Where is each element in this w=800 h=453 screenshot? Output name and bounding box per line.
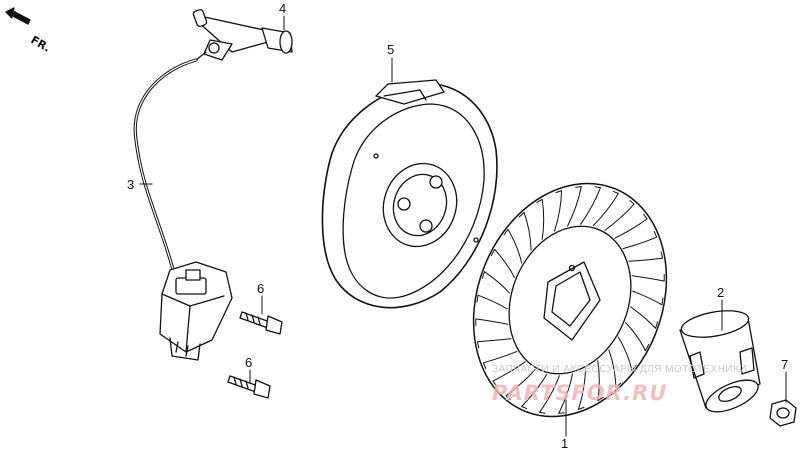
fan-blade — [481, 271, 510, 294]
fan-blade — [558, 373, 573, 414]
fan-blade — [622, 231, 658, 250]
fan-blade — [477, 338, 512, 349]
fan-blade — [592, 190, 619, 227]
fan-blade — [554, 190, 563, 232]
fan-blade — [625, 322, 650, 352]
starter-pulley — [679, 310, 761, 413]
fan-blade — [536, 198, 545, 240]
fan-blade — [604, 200, 635, 231]
fan-blade — [482, 350, 518, 369]
callout-6-upper: 6 — [257, 281, 264, 296]
callout-7: 7 — [781, 357, 788, 372]
direction-label: FR. — [29, 33, 53, 54]
fan-blade — [503, 228, 523, 264]
fan-blade — [518, 211, 532, 251]
callout-4: 4 — [279, 1, 286, 16]
fan-blade — [505, 369, 536, 400]
direction-arrow-icon — [5, 7, 31, 25]
fan-blade — [617, 336, 637, 372]
callout-5: 5 — [387, 42, 394, 57]
callout-3: 3 — [127, 177, 134, 192]
fan-blade — [597, 360, 604, 402]
callout-6-lower: 6 — [245, 355, 252, 370]
ignition-coil — [133, 58, 233, 361]
leader-lines — [139, 15, 787, 437]
fan-blade — [614, 213, 648, 239]
watermark-caption: ЗАПЧАСТИ И АКСЕССУАРЫ ДЛЯ МОТОТЕХНИКИ — [492, 364, 747, 375]
watermark-logo: PARTSFOR.RU — [492, 381, 667, 405]
flange-bolt-lower — [227, 375, 271, 399]
fan-blade — [632, 290, 664, 306]
flange-nut — [769, 399, 797, 427]
fan-blade — [539, 375, 560, 414]
fan-blade — [608, 349, 622, 389]
fan-blade — [630, 306, 659, 329]
fan-blade — [580, 186, 601, 225]
flange-bolt-upper — [239, 311, 283, 335]
fan-blade — [567, 186, 582, 227]
fan-blade — [475, 318, 509, 327]
callout-2: 2 — [717, 285, 724, 300]
spark-plug-cap — [192, 8, 293, 61]
fan-blade — [577, 368, 586, 410]
cooling-fan — [472, 182, 668, 418]
fan-blade — [476, 294, 508, 310]
fan-blade — [490, 248, 515, 278]
fan-blade — [628, 251, 663, 262]
flywheel — [321, 79, 498, 309]
callout-1: 1 — [561, 436, 568, 451]
fan-blade — [492, 361, 526, 387]
fan-blade — [521, 373, 548, 410]
fan-blade — [631, 273, 665, 282]
